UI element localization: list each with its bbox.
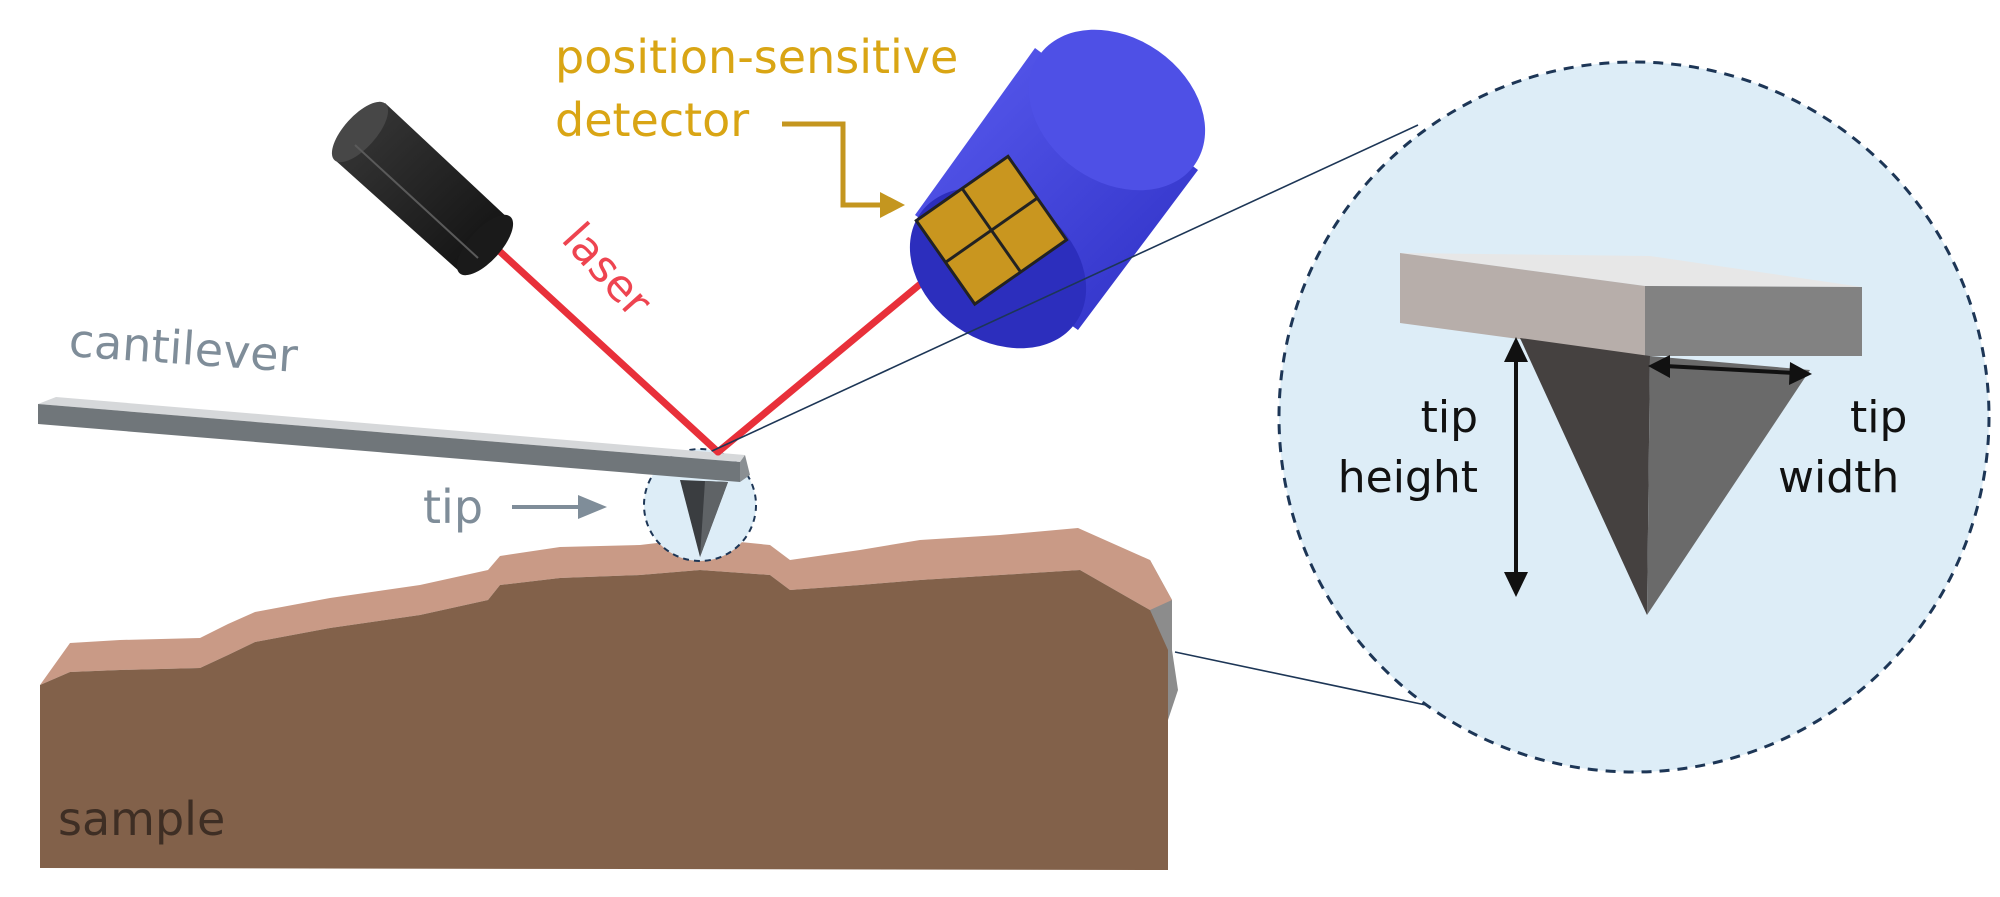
sample-label: sample <box>58 792 225 846</box>
tip-height-arrowhead-bottom <box>1504 572 1528 597</box>
tip-width-arrowhead-right <box>1789 362 1812 385</box>
zoom-connector-top <box>711 124 1419 452</box>
tip-width-label-line1: tip <box>1850 392 1907 443</box>
laser-source-icon <box>331 101 514 276</box>
tip-width-arrowhead-left <box>1648 355 1670 378</box>
zoom-inset <box>1277 60 1991 774</box>
cantilever-tip-face <box>700 481 728 557</box>
zoom-tip-right <box>1647 356 1810 615</box>
cantilever-front <box>38 404 740 482</box>
zoom-cantilever-side <box>1645 286 1862 356</box>
laser-beam-incident <box>479 232 722 456</box>
tip-width-label-line2: width <box>1778 452 1899 503</box>
tip-height-label-line2: height <box>1338 452 1478 503</box>
tip-height-label-line1: tip <box>1421 392 1478 443</box>
detector-arrowhead <box>880 192 905 218</box>
sample-top-surface <box>40 528 1172 685</box>
tip-label: tip <box>423 480 483 534</box>
detector-label-arrow <box>782 121 880 208</box>
tip-height-arrowhead-top <box>1504 337 1528 362</box>
sample-body <box>40 570 1168 870</box>
detector-label-line1: position-sensitive <box>555 30 958 84</box>
detector-label-line2: detector <box>555 93 749 147</box>
zoom-cantilever-front <box>1400 253 1645 356</box>
zoom-tip-left <box>1520 338 1650 615</box>
cantilever-top <box>38 397 745 462</box>
tip-arrowhead <box>578 495 607 519</box>
zoom-cantilever-top <box>1400 253 1862 287</box>
detector-quadrant-cells <box>914 154 1069 307</box>
cantilever-end <box>740 455 750 482</box>
cantilever <box>38 397 750 557</box>
sample <box>40 528 1178 870</box>
zoom-connector-bottom <box>1174 651 1441 709</box>
tip-width-arrow <box>1664 364 1796 375</box>
cantilever-label: cantilever <box>67 313 299 383</box>
